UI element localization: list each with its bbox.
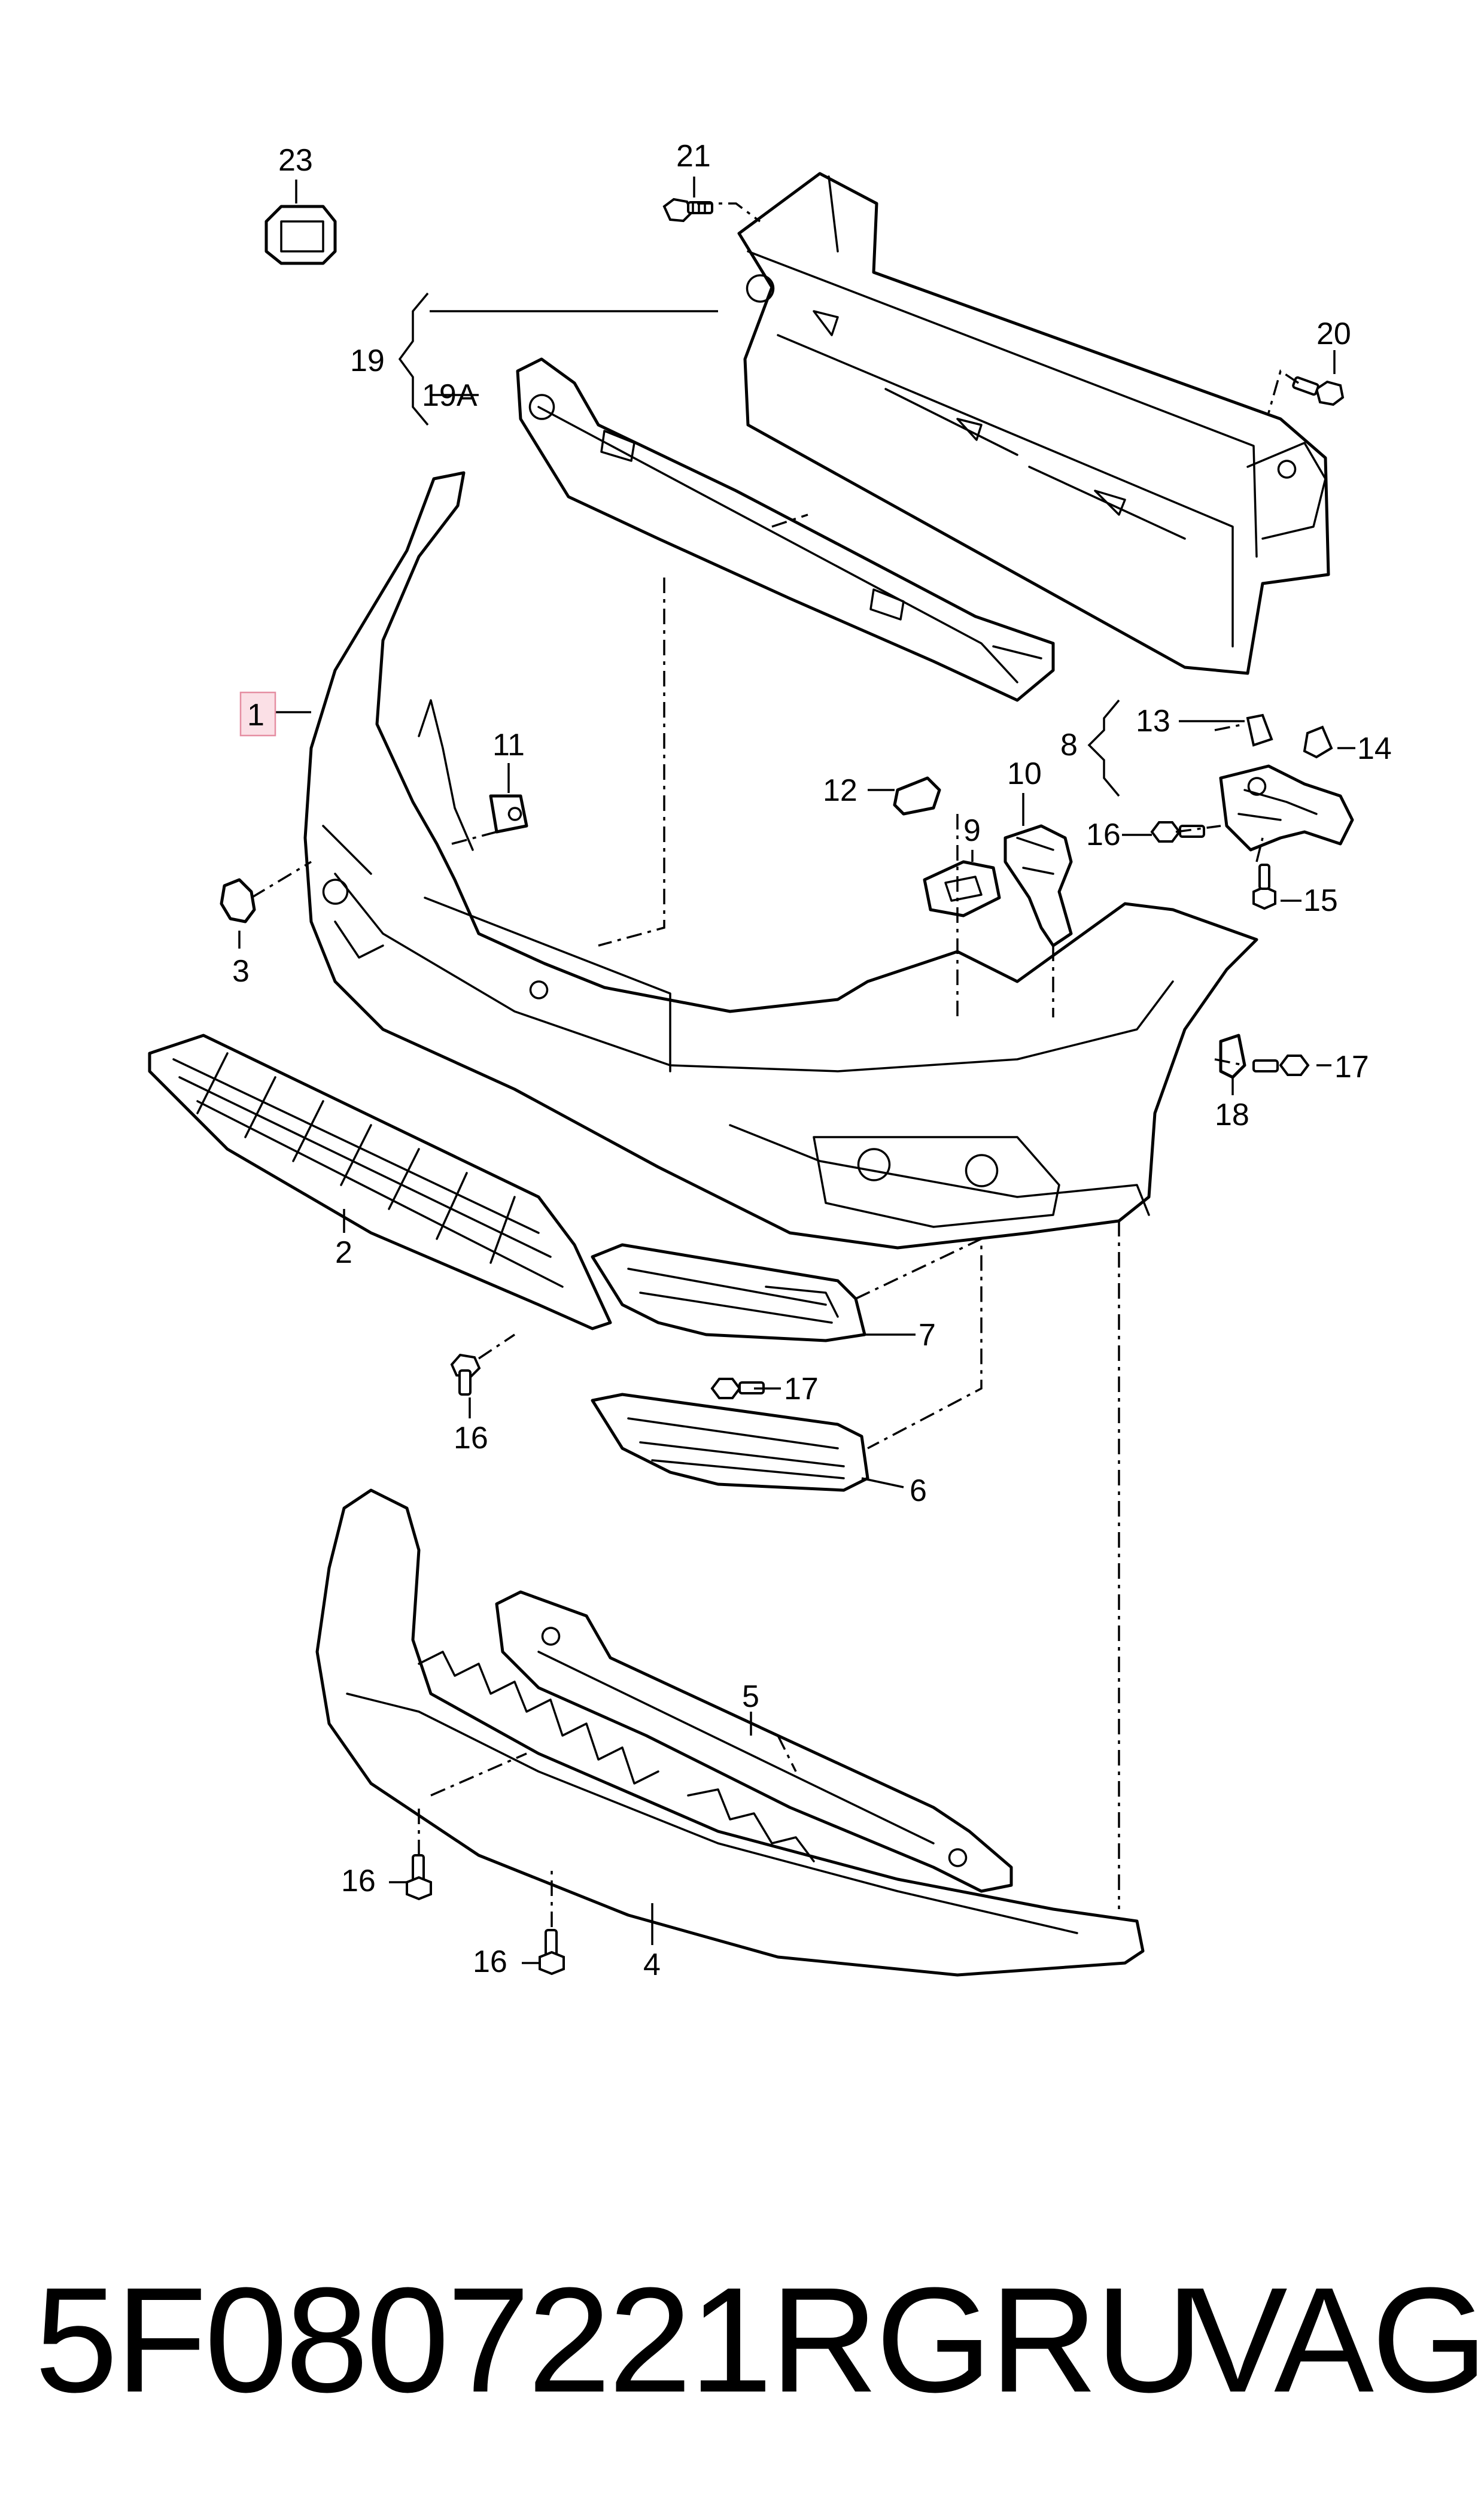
callout-21: 21 [676,139,711,174]
fog-grille-7 [591,1243,866,1342]
group-bracket-19 [398,292,718,426]
bolt-17-right [1252,1055,1310,1076]
leader-lines [238,177,1355,1964]
callout-2: 2 [335,1235,352,1270]
bracket-18 [1219,1034,1246,1079]
highlighted-callout-box [239,691,276,737]
washer-cap-12 [893,776,941,816]
sensor-holder-10 [1003,824,1073,947]
callout-6: 6 [910,1473,927,1508]
callout-13: 13 [1136,704,1170,739]
support-5 [495,1590,1013,1893]
callout-16-right: 16 [1086,818,1121,852]
bolt-20 [1292,376,1345,406]
bolt-16-lower-right [539,1929,565,1976]
bumper-cover-1 [303,471,1258,1250]
callout-labels: 1 21 23 19 19A 20 11 3 12 9 10 13 8 14 1… [232,139,1392,1982]
callout-16-center: 16 [454,1421,488,1456]
callout-8: 8 [1060,728,1078,762]
bracket-9 [923,860,1001,917]
clip-11 [489,794,528,834]
brand-name: VAG [1188,2256,1484,2423]
callout-17-center: 17 [784,1372,819,1406]
part-number: 5F0807221RGRU [35,2256,1203,2423]
spoiler-4 [315,1488,1145,1977]
callout-19a: 19A [422,378,478,413]
bolt-15 [1252,864,1276,910]
bolt-17-center [710,1378,765,1399]
callout-1: 1 [247,698,264,733]
guide-bracket-8 [1219,764,1354,852]
callout-9: 9 [963,813,981,848]
center-grille-2 [148,1034,612,1330]
callout-16-lower-left: 16 [341,1864,376,1898]
callout-7: 7 [919,1318,936,1353]
callout-19: 19 [350,344,385,378]
bolt-16-lower-left [406,1854,432,1901]
tow-cap-3 [220,878,256,923]
impact-beam-19 [737,172,1330,675]
callout-15: 15 [1303,883,1338,918]
callout-18: 18 [1215,1098,1249,1132]
callout-16-lower-right: 16 [473,1944,507,1979]
callout-23: 23 [278,143,313,178]
bolt-21 [662,197,713,223]
bolt-16-center [450,1353,481,1396]
callout-12: 12 [823,773,857,808]
callout-14: 14 [1357,731,1392,766]
callout-10: 10 [1007,756,1042,791]
bolt-14 [1303,725,1333,759]
bolt-13 [1246,713,1273,747]
caption: 5F0807221RGRU VAG [0,2250,1484,2430]
callout-20: 20 [1316,317,1351,351]
cap-23 [264,205,337,265]
assembly-guide-lines [251,202,1299,1927]
callout-11: 11 [492,728,525,762]
group-bracket-8 [1087,699,1120,797]
callout-5: 5 [742,1679,759,1714]
absorber-19a [516,357,1055,702]
fog-grille-6 [591,1393,869,1492]
callout-17-right: 17 [1334,1050,1369,1084]
callout-4: 4 [643,1947,661,1982]
callout-3: 3 [232,954,250,989]
